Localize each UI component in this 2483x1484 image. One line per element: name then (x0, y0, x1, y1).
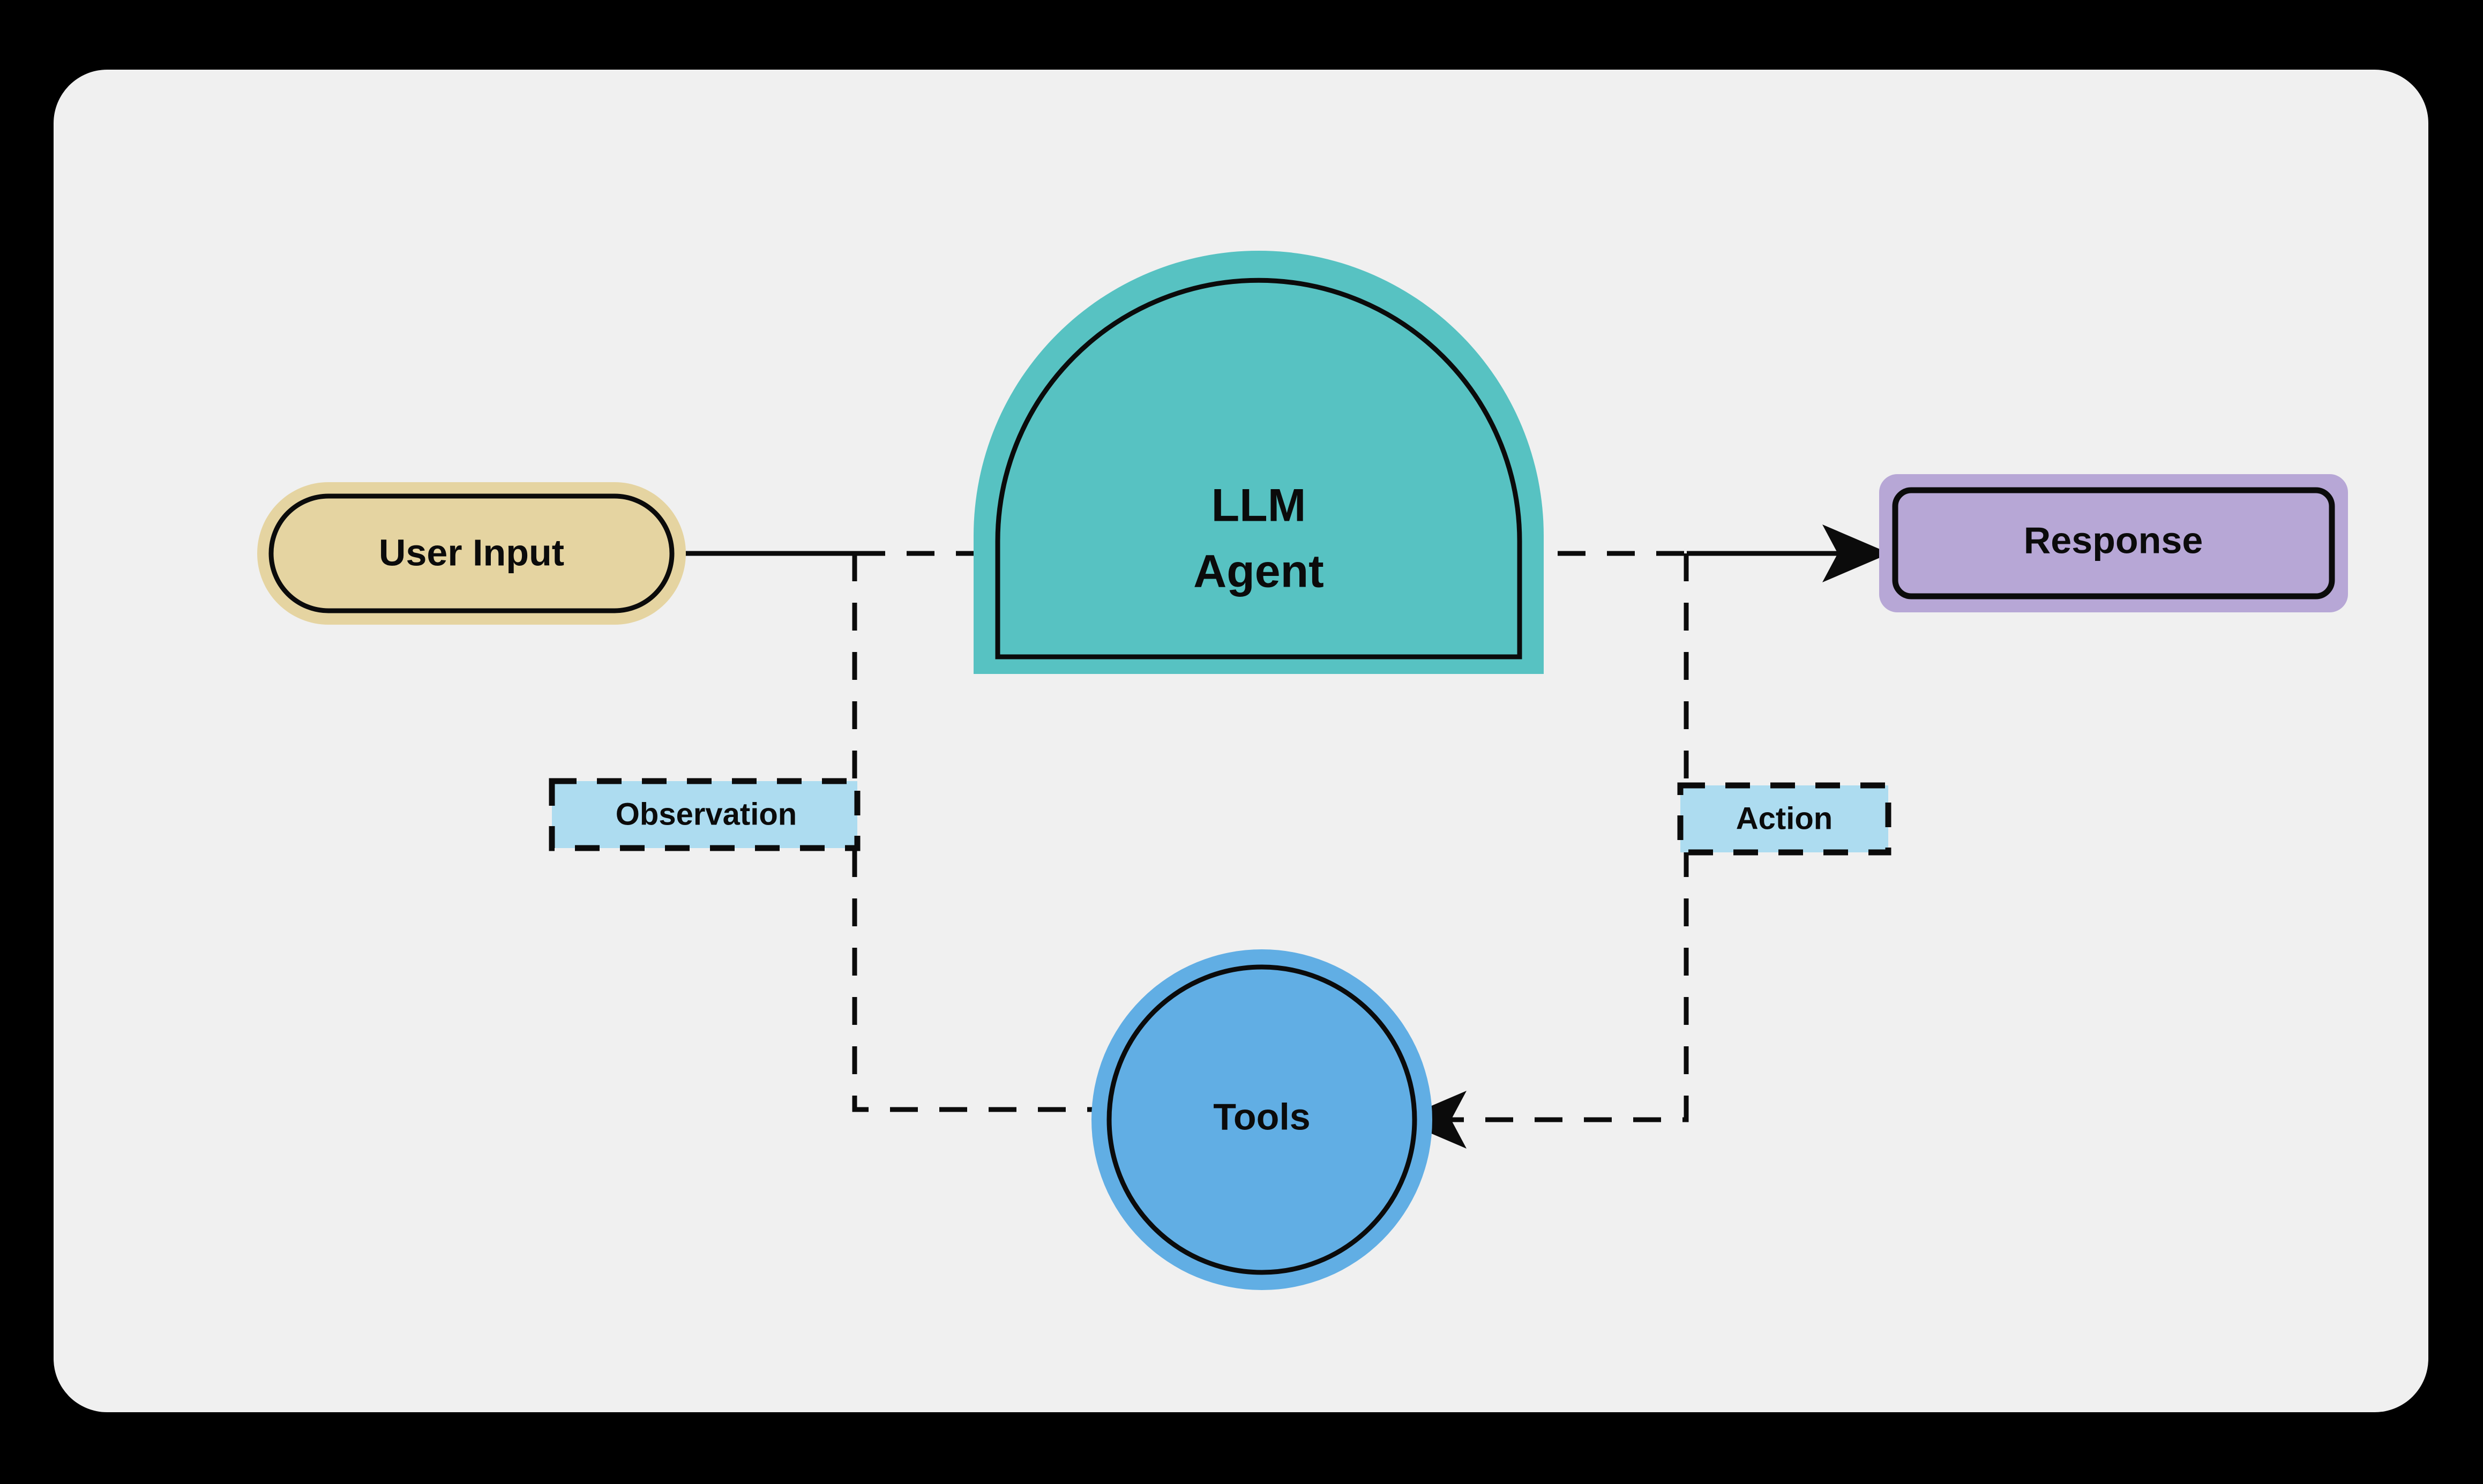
llm-agent-outline (995, 278, 1522, 659)
user-input-outline (268, 493, 675, 613)
observation-label-border (549, 778, 861, 851)
edge-llm-agent-to-tools-action (1399, 553, 1689, 1149)
node-tools[interactable]: Tools (1091, 949, 1432, 1290)
response-outline (1892, 487, 2335, 599)
node-response[interactable]: Response (1879, 474, 2348, 612)
edge-label-action: Action (1677, 782, 1891, 856)
observation-label-background (552, 781, 857, 848)
response-fill (1879, 474, 2348, 612)
user-input-fill (257, 482, 686, 625)
action-label-text: Action (1736, 801, 1833, 836)
canvas-surface (54, 70, 2428, 1412)
response-label: Response (2024, 519, 2203, 561)
observation-edge-path (852, 553, 1125, 1112)
user-input-label: User Input (379, 531, 564, 573)
edge-tools-to-llm-agent-observation (852, 553, 1125, 1112)
action-label-border (1677, 782, 1891, 856)
action-edge-path (1399, 553, 1689, 1149)
tools-fill (1091, 949, 1432, 1290)
llm-agent-label-line2: Agent (1193, 546, 1324, 597)
observation-label-text: Observation (616, 797, 797, 831)
action-label-background (1680, 785, 1888, 852)
llm-agent-fill (974, 251, 1544, 674)
node-llm-agent[interactable]: LLM Agent (974, 251, 1544, 674)
tools-outline (1106, 964, 1417, 1275)
edge-label-observation: Observation (549, 778, 861, 851)
node-user-input[interactable]: User Input (257, 482, 686, 625)
tools-label: Tools (1213, 1096, 1310, 1137)
llm-agent-label-line1: LLM (1211, 480, 1306, 531)
